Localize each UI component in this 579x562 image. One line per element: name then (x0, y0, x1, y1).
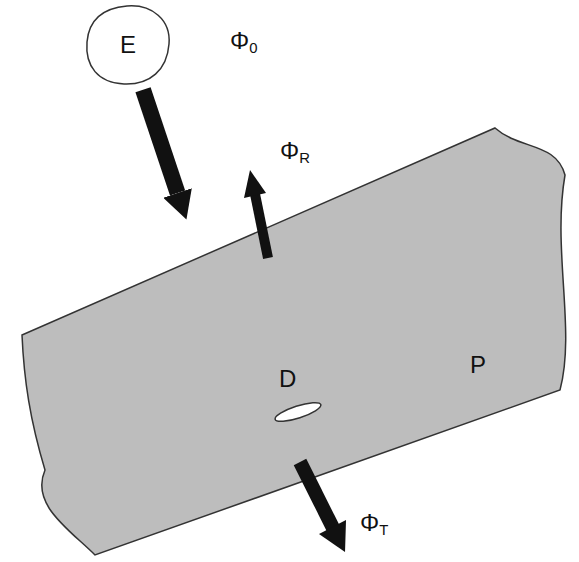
defect-ellipse: D (262, 366, 334, 422)
source-outline (87, 6, 169, 84)
source-blob: E (84, 4, 172, 86)
flux-label: ΦT (360, 510, 388, 536)
flux-label: Φ0 (230, 28, 257, 54)
plate-outline (22, 128, 566, 555)
flux-label: ΦR (280, 138, 310, 164)
transmitted-arrow-head (319, 520, 346, 552)
node-label: E (120, 32, 136, 58)
reflected-arrow-head (244, 170, 266, 198)
defect-ellipse-outline (262, 366, 334, 422)
plate-body-outline (0, 120, 579, 562)
defect-outline (273, 399, 322, 425)
node-label: D (279, 366, 296, 392)
plate-body: PD (0, 120, 579, 562)
node-label: P (470, 352, 486, 378)
flux-arrow (143, 90, 178, 193)
